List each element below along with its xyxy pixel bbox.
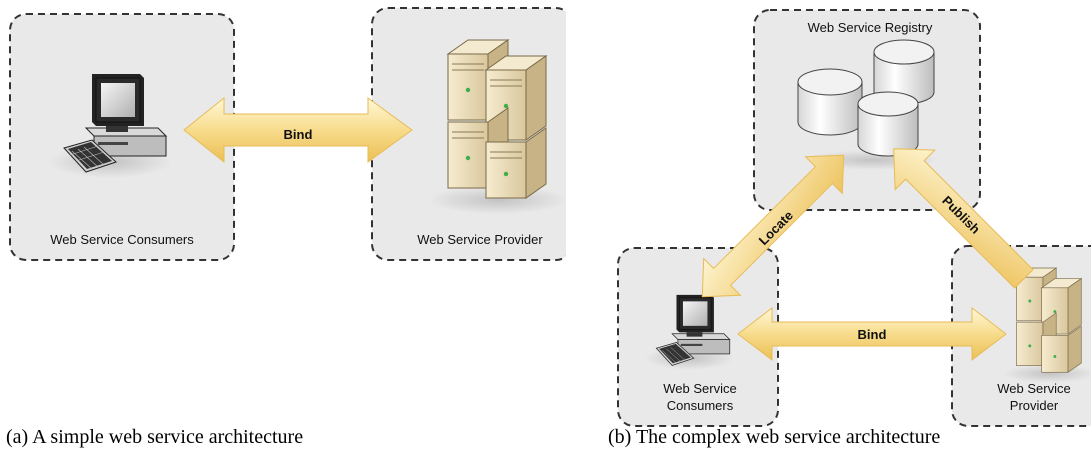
bind-label-a: Bind bbox=[284, 127, 313, 142]
consumer-label-b-line1: Web Service bbox=[663, 381, 736, 396]
bind-label-b: Bind bbox=[858, 327, 887, 342]
bind-arrow-a bbox=[183, 96, 413, 164]
server-rack-icon bbox=[1003, 267, 1091, 383]
publish-arrow bbox=[893, 148, 1034, 289]
server-rack-icon bbox=[428, 39, 568, 214]
provider-label-b-line1: Web Service bbox=[997, 381, 1070, 396]
figure-b: Web Service Registry Bind Locate Publish… bbox=[617, 9, 1091, 427]
provider-label-a: Web Service Provider bbox=[417, 232, 543, 247]
database-cylinders-icon bbox=[797, 39, 938, 170]
consumer-label-b-line2: Consumers bbox=[667, 398, 734, 413]
figure-a: Bind Web Service Consumers Web Service P… bbox=[9, 0, 596, 270]
bind-arrow-b bbox=[737, 306, 1007, 362]
computer-icon bbox=[48, 74, 172, 178]
consumer-label-a: Web Service Consumers bbox=[50, 232, 194, 247]
caption-b: (b) The complex web service architecture bbox=[608, 426, 941, 448]
registry-label: Web Service Registry bbox=[808, 20, 933, 35]
caption-a: (a) A simple web service architecture bbox=[6, 426, 304, 448]
provider-label-b-line2: Provider bbox=[1010, 398, 1059, 413]
computer-icon bbox=[644, 294, 735, 370]
locate-arrow bbox=[701, 154, 845, 298]
